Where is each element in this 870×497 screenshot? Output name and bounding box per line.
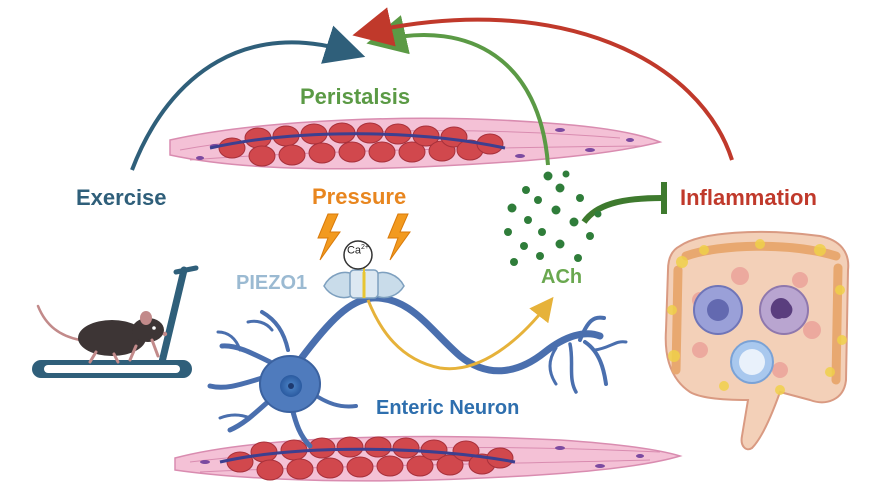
acetylcholine-vesicles-icon [504, 170, 602, 266]
ach-label: ACh [541, 266, 583, 288]
calcium-symbol: Ca [346, 244, 362, 257]
inflammation-label: Inflammation [680, 185, 817, 210]
ach-peristalsis-arrow [366, 15, 550, 166]
exercise-arrow [130, 25, 366, 171]
signal-arrow [366, 296, 554, 371]
exercise-label: Exercise [76, 185, 167, 210]
smooth-muscle-top [169, 117, 663, 170]
piezo1-label: PIEZO1 [236, 272, 308, 294]
enteric-neuron-label: Enteric Neuron [376, 397, 520, 419]
inflammation-arrow [352, 7, 734, 161]
enteric-neuron-icon [207, 294, 628, 449]
peristalsis-label: Peristalsis [300, 84, 411, 109]
lightning-bolt-icon [387, 213, 411, 261]
immune-cell-icon [730, 340, 774, 384]
immune-cell-icon [693, 285, 743, 335]
mouse-icon [36, 304, 168, 364]
calcium-charge: 2+ [361, 244, 370, 251]
lightning-bolt-icon [317, 213, 341, 261]
immune-cell-icon [759, 285, 809, 335]
treadmill-icon [32, 265, 199, 378]
smooth-muscle-bottom [174, 435, 683, 482]
calcium-ion-icon [343, 240, 373, 270]
pressure-label: Pressure [312, 184, 407, 209]
inflammation-inhibit-arrow [581, 182, 667, 224]
calcium-ion-label: Ca2+ [344, 244, 372, 257]
